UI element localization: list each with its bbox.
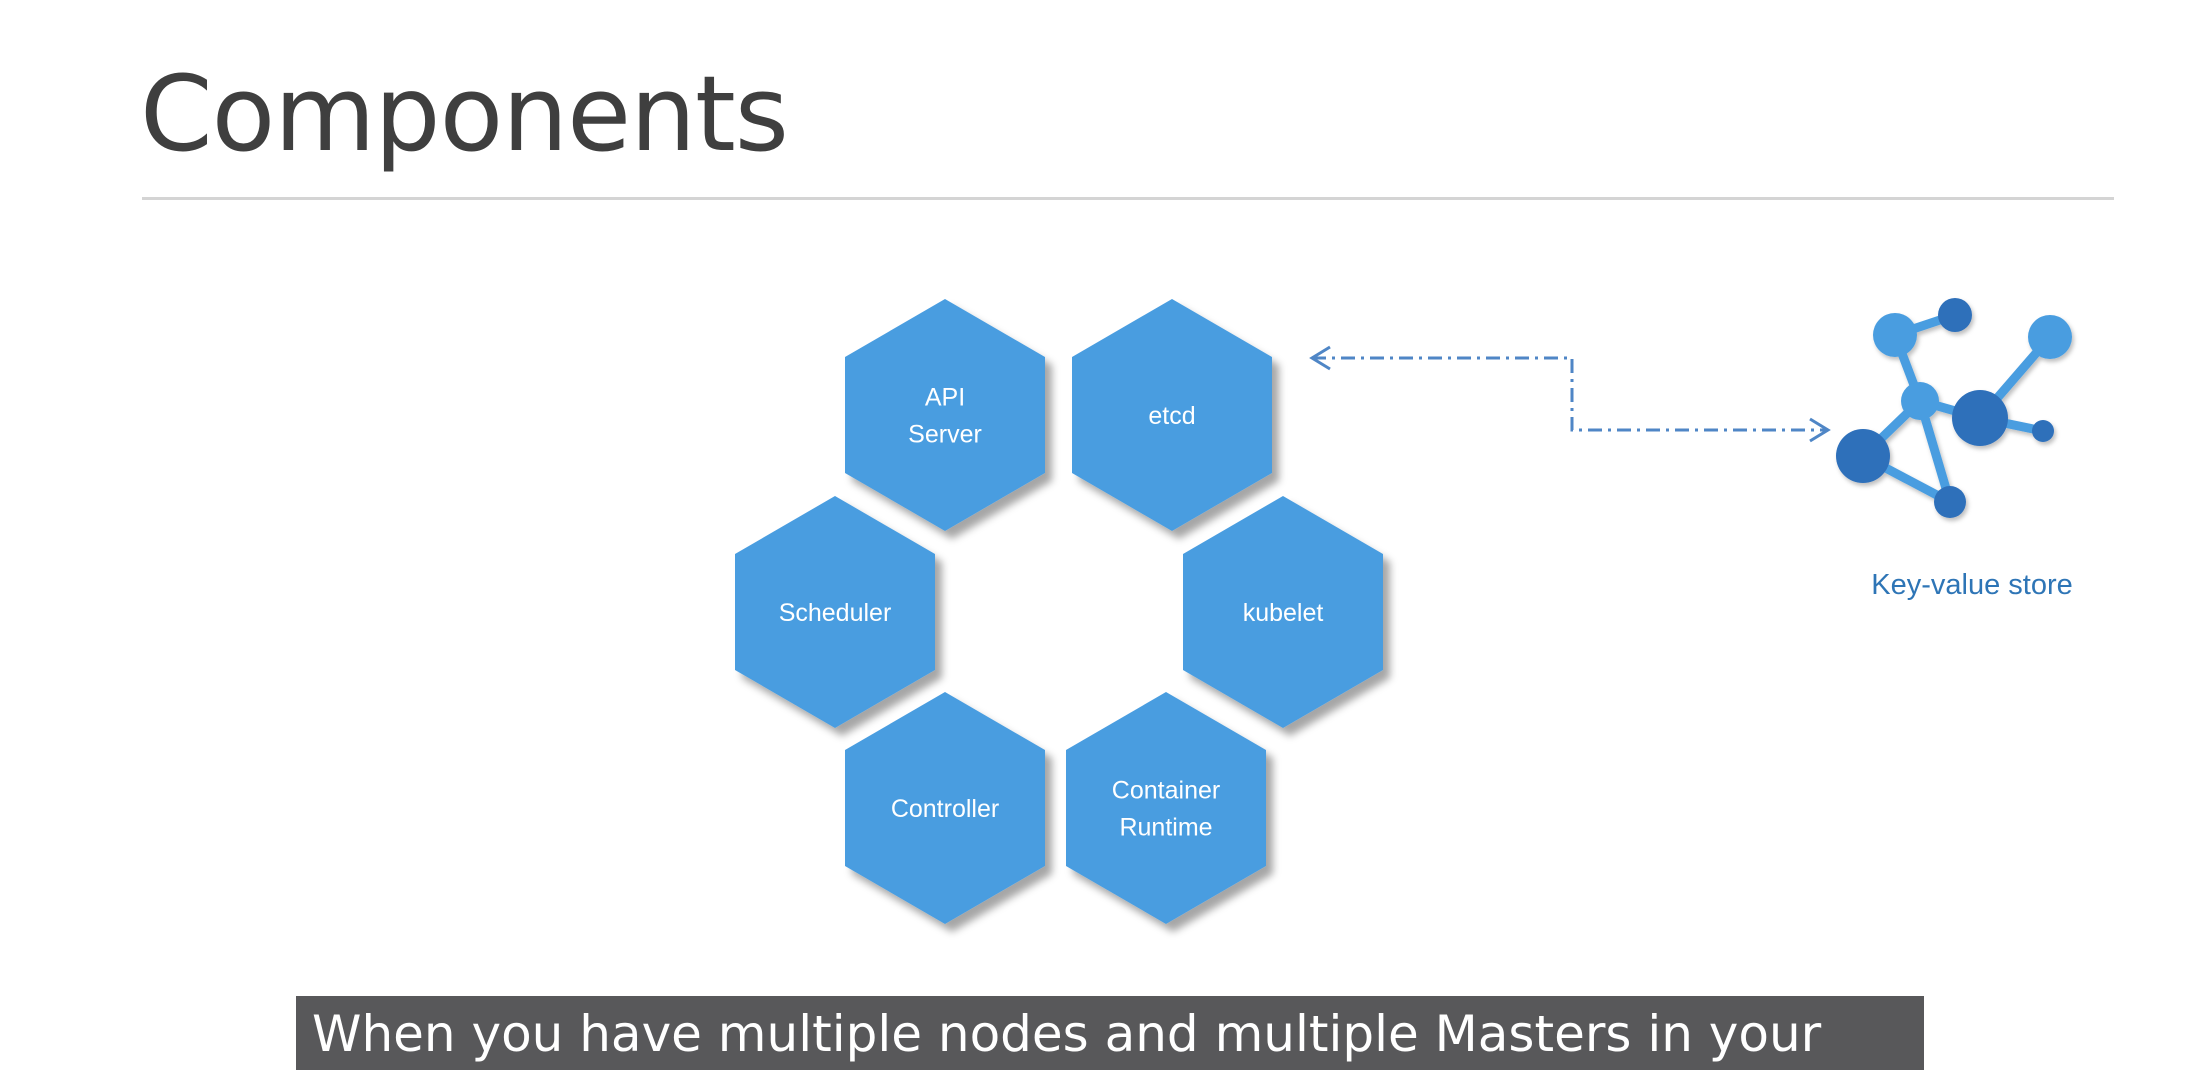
component-label-api-server: Server [908, 421, 982, 449]
arrowhead-left-icon [1309, 345, 1331, 371]
subtitle-caption-bar: When you have multiple nodes and multipl… [296, 996, 1924, 1070]
hexagon-api-server [845, 299, 1045, 531]
hexagon-controller [845, 692, 1045, 924]
hexagon-etcd [1072, 299, 1272, 531]
component-label-container-runtime: Container [1112, 777, 1220, 805]
connector-line [1312, 356, 1828, 432]
key-value-store-icon [1836, 298, 2072, 518]
component-label-etcd: etcd [1148, 402, 1195, 430]
title-divider [142, 197, 2114, 200]
component-kubelet: kubelet [1183, 496, 1383, 728]
component-label-kubelet: kubelet [1243, 599, 1324, 627]
component-etcd: etcd [1072, 299, 1272, 531]
hexagon-container-runtime [1066, 692, 1266, 924]
component-label-controller: Controller [891, 795, 999, 823]
key-value-store-label: Key-value store [1871, 569, 2073, 601]
component-scheduler: Scheduler [735, 496, 935, 728]
etcd-to-kv-store-connector [1309, 345, 1831, 443]
hexagon-scheduler [735, 496, 935, 728]
arrowhead-right-icon [1809, 417, 1831, 443]
component-label-api-server: API [925, 384, 965, 412]
component-api-server: API Server [845, 299, 1045, 531]
hexagon-kubelet [1183, 496, 1383, 728]
subtitle-caption-text: When you have multiple nodes and multipl… [312, 1005, 1822, 1063]
component-label-scheduler: Scheduler [779, 599, 892, 627]
component-controller: Controller [845, 692, 1045, 924]
component-label-container-runtime: Runtime [1119, 814, 1212, 842]
slide-title: Components [140, 53, 789, 175]
